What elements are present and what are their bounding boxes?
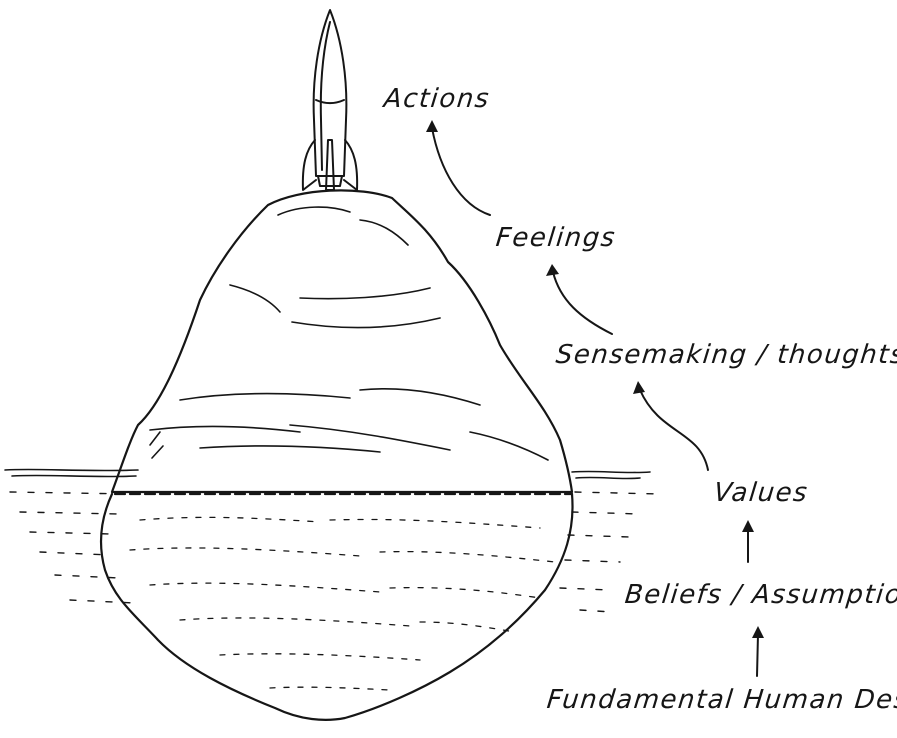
label-desires: Fundamental Human Desires <box>545 685 897 715</box>
label-sensemaking: Sensemaking / thoughts <box>554 340 897 370</box>
arrow-feelings-to-actions <box>432 128 490 215</box>
waterline <box>5 469 650 478</box>
label-feelings: Feelings <box>494 223 617 253</box>
arrow-desires-to-beliefs <box>757 634 758 676</box>
arrow-heads <box>426 120 764 638</box>
iceberg-bottom <box>101 494 573 720</box>
label-actions: Actions <box>382 84 491 114</box>
iceberg-contours <box>150 207 548 460</box>
arrow-values-to-sensemaking <box>640 390 708 470</box>
label-values: Values <box>712 478 809 508</box>
rocket-icon <box>303 10 357 190</box>
iceberg-bottom-texture <box>130 517 555 690</box>
arrow-sensemaking-to-feelings <box>553 272 612 334</box>
water-ripples <box>10 492 660 612</box>
label-beliefs: Beliefs / Assumptions <box>623 580 897 610</box>
